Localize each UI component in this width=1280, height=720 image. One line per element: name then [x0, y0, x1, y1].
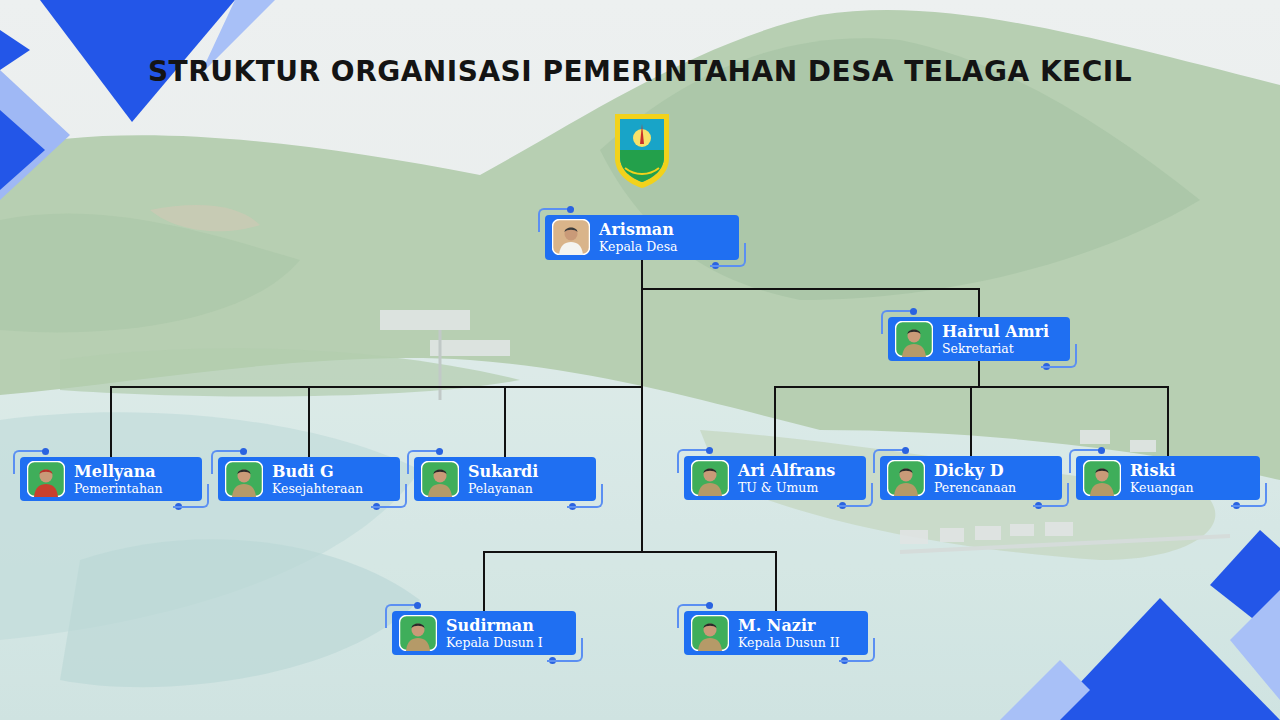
corner-dot	[549, 657, 556, 664]
corner-dot	[567, 206, 574, 213]
chart-title: STRUKTUR ORGANISASI PEMERINTAHAN DESA TE…	[0, 55, 1280, 88]
person-name: Arisman	[599, 220, 727, 239]
staff-box: MellyanaPemerintahan	[20, 457, 202, 501]
staff-box: RiskiKeuangan	[1076, 456, 1260, 500]
staff-box: Hairul AmriSekretariat	[888, 317, 1070, 361]
corner-dot	[902, 447, 909, 454]
staff-box: ArismanKepala Desa	[545, 215, 739, 260]
org-connector	[971, 361, 979, 456]
corner-dot	[373, 503, 380, 510]
portrait-photo	[887, 460, 925, 496]
staff-box: M. NazirKepala Dusun II	[684, 611, 868, 655]
position-title: Sekretariat	[942, 341, 1058, 357]
person-name: Budi G	[272, 462, 388, 481]
corner-dot	[436, 448, 443, 455]
org-connector	[979, 361, 1168, 456]
org-connector	[111, 260, 642, 457]
corner-dot	[1233, 502, 1240, 509]
corner-dot	[841, 657, 848, 664]
org-connector	[642, 260, 776, 611]
staff-box: SudirmanKepala Dusun I	[392, 611, 576, 655]
org-connector	[505, 260, 642, 457]
corner-dot	[240, 448, 247, 455]
staff-box: Ari AlfransTU & Umum	[684, 456, 866, 500]
portrait-photo	[421, 461, 459, 497]
portrait-photo	[691, 460, 729, 496]
portrait-photo	[895, 321, 933, 357]
position-title: Perencanaan	[934, 480, 1050, 496]
position-title: Pemerintahan	[74, 481, 190, 497]
portrait-photo	[399, 615, 437, 651]
corner-dot	[1098, 447, 1105, 454]
corner-dot	[1035, 502, 1042, 509]
person-name: M. Nazir	[738, 616, 856, 635]
portrait-photo	[691, 615, 729, 651]
person-name: Dicky D	[934, 461, 1050, 480]
org-connector	[642, 260, 979, 317]
org-connector	[309, 260, 642, 457]
person-name: Sukardi	[468, 462, 584, 481]
person-name: Riski	[1130, 461, 1248, 480]
position-title: Pelayanan	[468, 481, 584, 497]
org-connector	[775, 361, 979, 456]
position-title: Kepala Desa	[599, 239, 727, 255]
corner-dot	[569, 503, 576, 510]
corner-dot	[1043, 363, 1050, 370]
position-title: TU & Umum	[738, 480, 854, 496]
corner-dot	[712, 262, 719, 269]
portrait-photo	[552, 219, 590, 255]
org-connector	[484, 260, 642, 611]
position-title: Kesejahteraan	[272, 481, 388, 497]
corner-dot	[175, 503, 182, 510]
staff-box: Budi GKesejahteraan	[218, 457, 400, 501]
village-emblem	[615, 114, 669, 188]
person-name: Hairul Amri	[942, 322, 1058, 341]
position-title: Kepala Dusun II	[738, 635, 856, 651]
staff-box: SukardiPelayanan	[414, 457, 596, 501]
position-title: Kepala Dusun I	[446, 635, 564, 651]
corner-dot	[706, 447, 713, 454]
position-title: Keuangan	[1130, 480, 1248, 496]
portrait-photo	[225, 461, 263, 497]
person-name: Sudirman	[446, 616, 564, 635]
staff-box: Dicky DPerencanaan	[880, 456, 1062, 500]
portrait-photo	[27, 461, 65, 497]
corner-dot	[839, 502, 846, 509]
corner-dot	[42, 448, 49, 455]
corner-dot	[706, 602, 713, 609]
corner-dot	[910, 308, 917, 315]
portrait-photo	[1083, 460, 1121, 496]
corner-dot	[414, 602, 421, 609]
person-name: Mellyana	[74, 462, 190, 481]
person-name: Ari Alfrans	[738, 461, 854, 480]
